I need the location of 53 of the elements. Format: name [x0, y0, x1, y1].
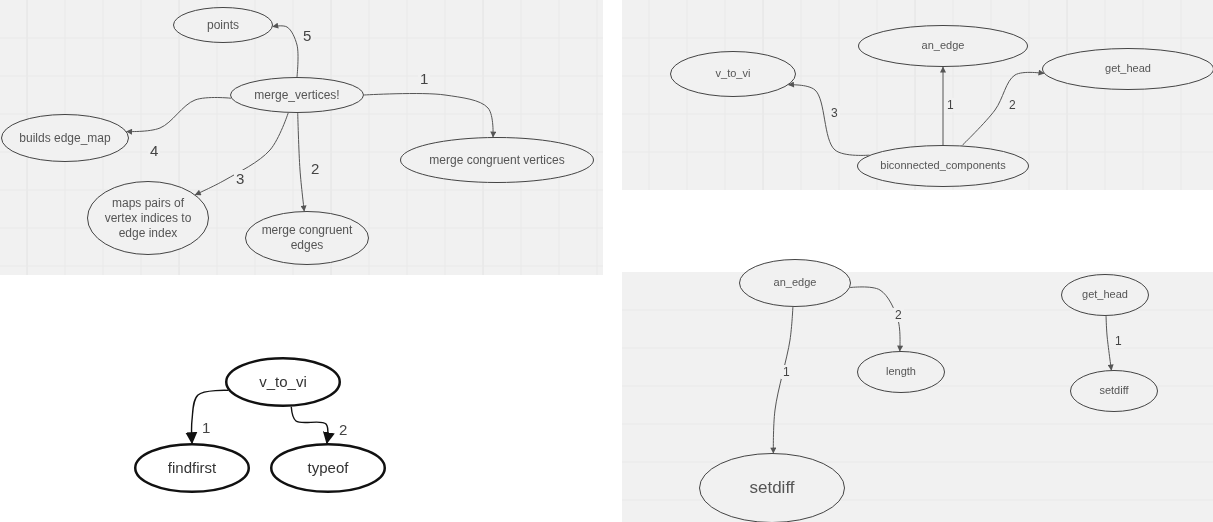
arrow [272, 22, 299, 78]
ellipse-node [245, 211, 369, 265]
edge-label: 2 [893, 308, 904, 322]
edge-label: 2 [1007, 98, 1018, 112]
arrow [940, 66, 946, 146]
node-label: findfirst [167, 458, 217, 478]
node-label: merge congruent edges [260, 223, 354, 253]
ellipse-node [670, 51, 796, 97]
ellipse-node [230, 77, 364, 113]
edge-label: 1 [945, 98, 956, 112]
ellipse-node [858, 25, 1028, 67]
node-label: maps pairs of vertex indices to edge index [103, 195, 193, 241]
arrow [849, 286, 904, 352]
ellipse-node [270, 443, 386, 493]
ellipse-node [173, 7, 273, 43]
node-label: merge congruent vertices [429, 152, 565, 168]
arrow [297, 112, 307, 212]
ellipse-node [857, 145, 1029, 187]
arrow [194, 112, 289, 196]
node-label: an_edge [921, 39, 965, 53]
node-label: an_edge [773, 276, 817, 290]
node-label: v_to_vi [259, 372, 307, 392]
node-label: get_head [1082, 288, 1128, 302]
ellipse-node [1061, 274, 1149, 316]
edge-label: 3 [829, 106, 840, 120]
ellipse-node [739, 259, 851, 307]
ellipse-node [1, 114, 129, 162]
node-label: get_head [1105, 62, 1151, 76]
edge-label: 1 [1113, 334, 1124, 348]
arrow [787, 81, 870, 156]
node-label: merge_vertices! [254, 87, 340, 103]
node-label: v_to_vi [715, 67, 751, 81]
arrow [961, 69, 1045, 146]
node-label: builds edge_map [19, 130, 111, 146]
node-label: setdiff [1099, 384, 1129, 398]
ellipse-node [134, 443, 250, 493]
edge-label: 3 [234, 170, 247, 187]
node-label: typeof [307, 458, 349, 478]
node-label: biconnected_components [880, 159, 1006, 173]
ellipse-node [225, 357, 341, 407]
arrow [126, 97, 232, 135]
ellipse-node [1070, 370, 1158, 412]
node-label: points [207, 17, 239, 33]
arrow [770, 306, 794, 454]
arrow [363, 93, 497, 138]
arrow [290, 406, 335, 445]
node-label: length [886, 365, 916, 379]
ellipse-node [857, 351, 945, 393]
edge-label: 1 [781, 365, 792, 379]
ellipse-node [400, 137, 594, 183]
ellipse-node [87, 181, 209, 255]
arrow [1105, 315, 1114, 371]
node-label: setdiff [749, 477, 795, 499]
